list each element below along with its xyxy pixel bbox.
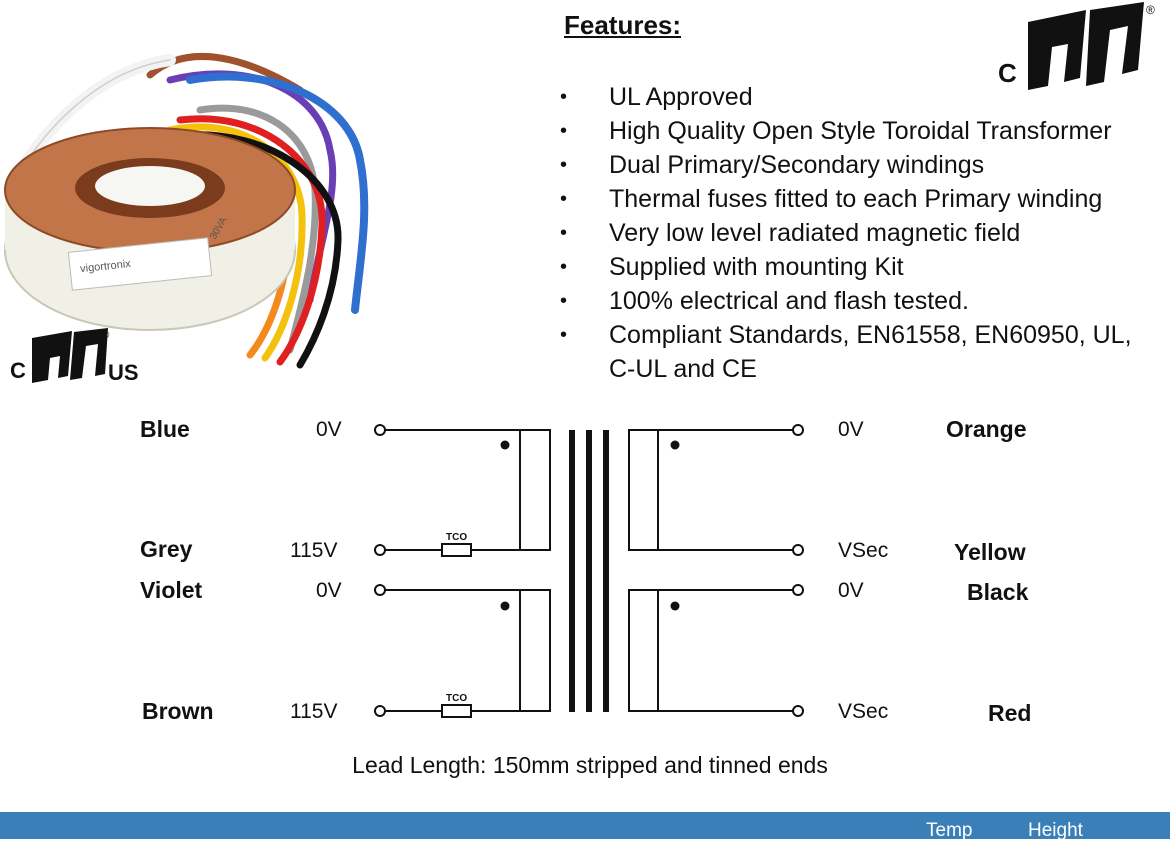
fuse-2 [441, 704, 472, 718]
standards-line-1: Compliant Standards, EN61558, EN60950, U… [609, 321, 1132, 349]
secondary-color-label: Black [967, 579, 1029, 605]
ul-logo-icon [32, 328, 108, 383]
ul-top-logo-icon [1028, 2, 1144, 90]
polarity-dots [500, 440, 680, 611]
primary-winding-1 [384, 429, 551, 551]
secondary-voltage-label: VSec [838, 539, 889, 562]
terminals [374, 424, 804, 717]
spec-table-header-bar [0, 812, 1170, 839]
primary-voltage-label: 0V [316, 418, 342, 441]
column-header-height: Height [1028, 820, 1083, 841]
label-brand: vigortronix [80, 258, 132, 275]
secondary-winding-2 [628, 589, 795, 712]
primary-voltage-label: 0V [316, 579, 342, 602]
product-label [67, 237, 213, 291]
secondary-winding-1 [628, 429, 795, 551]
feature-item-standards: Compliant Standards, EN61558, EN60950, U… [560, 318, 1170, 386]
feature-item: 100% electrical and flash tested. [560, 284, 1170, 318]
primary-color-label: Blue [140, 416, 190, 442]
wire-red [176, 115, 326, 366]
features-list: UL Approved High Quality Open Style Toro… [560, 80, 1170, 386]
secondary-color-label: Orange [946, 416, 1027, 442]
feature-item: High Quality Open Style Toroidal Transfo… [560, 114, 1170, 148]
secondary-color-label: Yellow [954, 539, 1026, 565]
primary-voltage-label: 115V [290, 700, 338, 723]
feature-item: Very low level radiated magnetic field [560, 216, 1170, 250]
secondary-voltage-label: 0V [838, 418, 864, 441]
secondary-voltage-label: VSec [838, 700, 889, 723]
feature-item: Dual Primary/Secondary windings [560, 148, 1170, 182]
transformer-core [569, 430, 609, 712]
primary-color-label: Brown [142, 698, 214, 724]
fuse-label-1: TCO [446, 532, 467, 543]
ul-recognized-mark: C ® [998, 2, 1155, 90]
column-header-temp: Temp [926, 820, 973, 841]
features-title: Features: [564, 10, 682, 40]
primary-voltage-label: 115V [290, 539, 338, 562]
primary-color-label: Grey [140, 536, 193, 562]
feature-item: Thermal fuses fitted to each Primary win… [560, 182, 1170, 216]
primary-winding-2 [384, 589, 551, 712]
fuse-label-2: TCO [446, 693, 467, 704]
fuse-1 [441, 543, 472, 557]
wiring-schematic: TCO TCO [374, 424, 804, 718]
ul-us-letters: US [108, 360, 139, 385]
secondary-color-label: Red [988, 700, 1032, 726]
secondary-voltage-label: 0V [838, 579, 864, 602]
wire-black [181, 131, 342, 369]
wire-yellow [166, 123, 306, 362]
standards-line-2: C-UL and CE [609, 355, 757, 383]
feature-item: UL Approved [560, 80, 1170, 114]
ul-listed-mark: C US ® [10, 328, 139, 385]
svg-text:®: ® [102, 330, 110, 341]
svg-text:®: ® [1146, 3, 1155, 17]
wire-blue [186, 72, 369, 314]
feature-item: Supplied with mounting Kit [560, 250, 1170, 284]
transformer-photo: vigortronix 30VA [4, 52, 369, 369]
primary-color-label: Violet [140, 577, 203, 603]
ul-c-letter: C [10, 358, 26, 383]
lead-length-note: Lead Length: 150mm stripped and tinned e… [352, 752, 828, 778]
